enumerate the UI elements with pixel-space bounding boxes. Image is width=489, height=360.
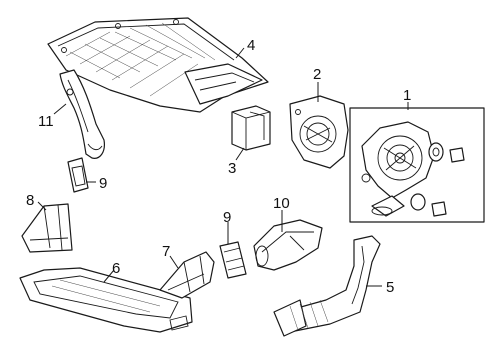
part-8-funnel-duct [21,203,73,253]
leader-8 [37,201,47,211]
part-2-bracket [289,95,349,169]
part-4-upper-cover [47,17,269,113]
callout-9-upper: 9 [99,175,107,192]
part-5-snorkel-duct [273,235,381,337]
callout-1: 1 [403,87,411,104]
part-7-wedge-duct [159,251,215,299]
leader-lines [37,47,409,287]
callout-11: 11 [38,113,54,130]
leader-3 [235,147,245,161]
leader-6 [103,269,115,283]
callout-2: 2 [313,66,321,83]
callout-10: 10 [273,195,290,212]
fitting-1 [428,142,444,162]
callout-5: 5 [386,279,394,296]
callout-labels: 1 2 3 4 5 6 7 8 9 9 10 11 [26,37,411,296]
part-1-pump-assembly [349,107,485,223]
callout-8: 8 [26,192,34,209]
fitting-4 [431,201,447,217]
callout-9-lower: 9 [223,209,231,226]
callout-4: 4 [247,37,255,54]
callout-6: 6 [112,260,120,277]
callout-7: 7 [162,243,170,260]
part-9-coupling-lower [219,241,247,279]
leader-11 [53,103,67,115]
fitting-2 [449,147,465,163]
part-11-curved-duct [59,69,105,159]
part-10-intake-elbow [253,219,323,271]
fitting-3 [410,193,426,211]
leader-7 [169,255,179,269]
part-3-box-duct [231,105,271,151]
callout-3: 3 [228,160,236,177]
leader-4 [235,47,245,59]
part-6-lower-tray [19,267,193,333]
part-9-gasket-upper [67,157,89,193]
